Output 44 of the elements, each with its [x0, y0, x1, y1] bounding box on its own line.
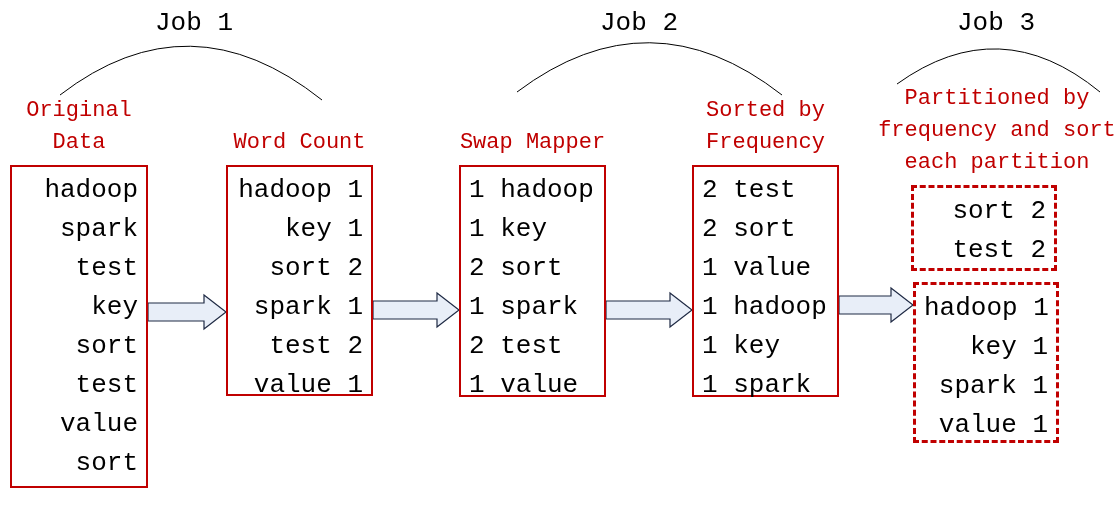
list-item: value 1 — [253, 370, 363, 400]
list-item: key — [91, 292, 138, 322]
list-item: sort 2 — [269, 253, 363, 283]
block-arrow — [372, 291, 460, 329]
list-item: 1 value — [702, 253, 812, 283]
list-item: test 2 — [269, 331, 363, 361]
list-item: test 2 — [952, 235, 1046, 265]
list-item: 1 key — [702, 331, 780, 361]
list-item: 2 test — [702, 175, 796, 205]
list-item: spark — [60, 214, 138, 244]
list-item: test — [75, 253, 138, 283]
list-item: 1 hadoop — [702, 292, 827, 322]
list-item: sort — [75, 448, 138, 478]
column-heading: Partitioned by frequency and sort each partition — [877, 85, 1117, 177]
block-arrow — [147, 293, 227, 331]
column-heading: Sorted by Frequency — [705, 97, 826, 157]
job-label: Job 1 — [155, 8, 233, 38]
list-item: value 1 — [938, 410, 1048, 440]
block-arrow — [605, 291, 693, 329]
list-item: spark 1 — [253, 292, 363, 322]
list-item: 1 spark — [469, 292, 579, 322]
list-item: spark 1 — [938, 371, 1048, 401]
list-item: key 1 — [285, 214, 363, 244]
column-heading: Swap Mapper — [459, 129, 606, 157]
list-item: 2 test — [469, 331, 563, 361]
list-item: test — [75, 370, 138, 400]
list-item: value — [60, 409, 138, 439]
column-heading: Original Data — [25, 97, 133, 157]
list-item: hadoop 1 — [238, 175, 363, 205]
list-item: hadoop 1 — [924, 293, 1049, 323]
list-item: sort 2 — [952, 196, 1046, 226]
list-item: 2 sort — [702, 214, 796, 244]
block-arrow — [838, 286, 914, 324]
list-item: 1 key — [469, 214, 547, 244]
job-label: Job 3 — [957, 8, 1035, 38]
list-item: key 1 — [970, 332, 1048, 362]
column-heading: Word Count — [232, 129, 367, 157]
list-item: 2 sort — [469, 253, 563, 283]
list-item: 1 spark — [702, 370, 812, 400]
list-item: sort — [75, 331, 138, 361]
list-item: 1 hadoop — [469, 175, 594, 205]
list-item: hadoop — [44, 175, 138, 205]
job-label: Job 2 — [600, 8, 678, 38]
list-item: 1 value — [469, 370, 579, 400]
